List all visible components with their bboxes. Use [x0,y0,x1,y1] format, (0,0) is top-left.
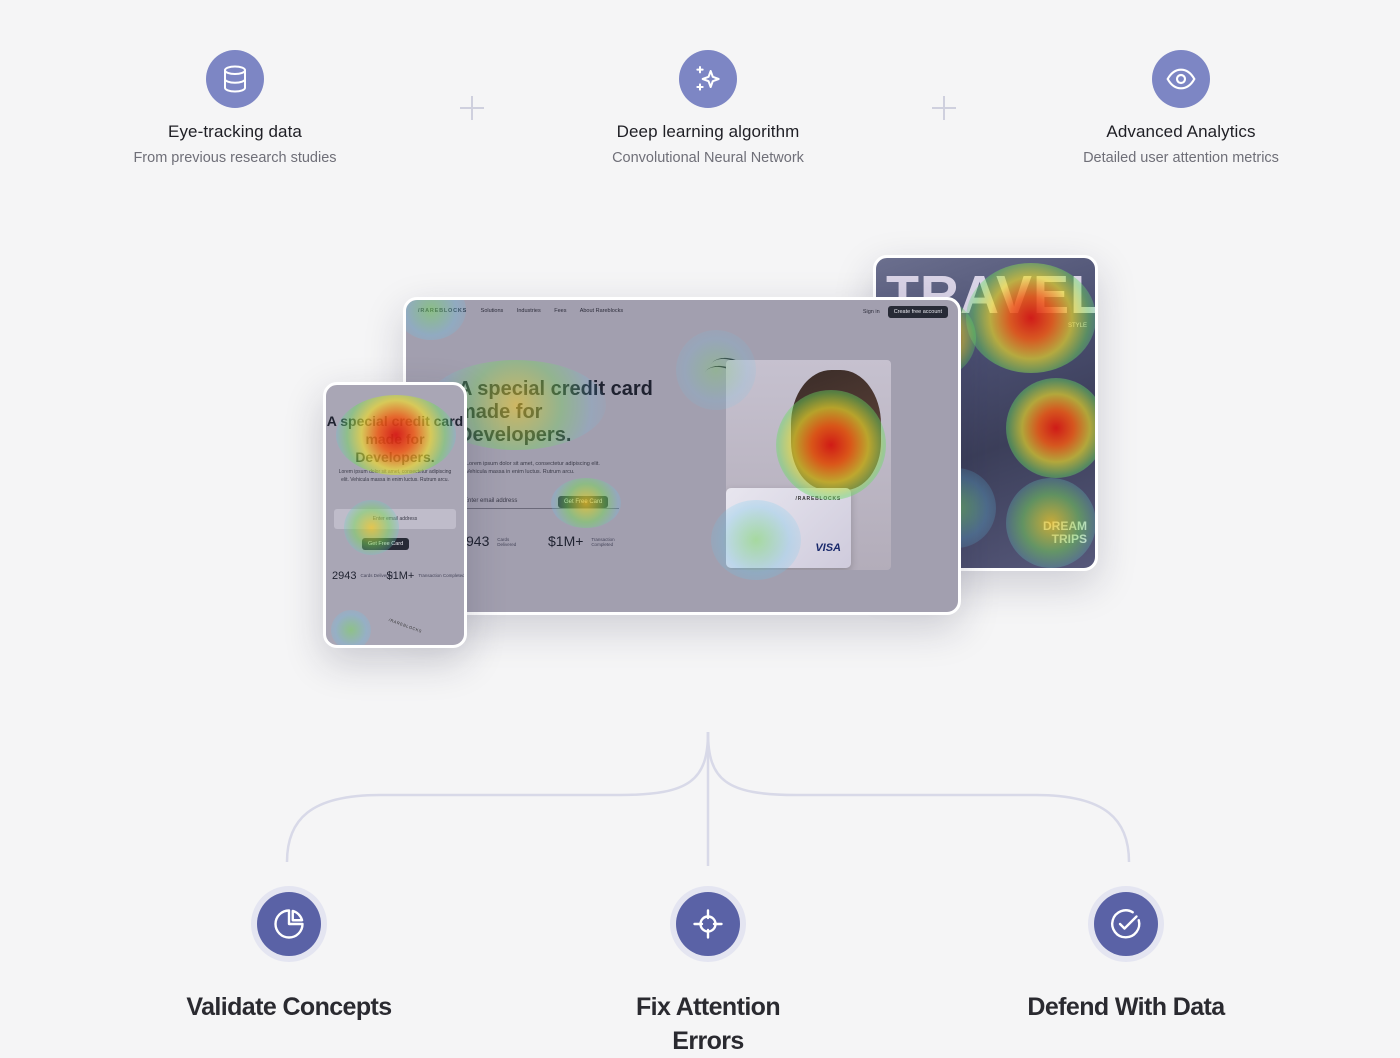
mobile-website-mockup: A special credit card made for Developer… [323,382,467,648]
crosshair-icon [676,892,740,956]
benefit-fix-errors: Fix Attention Errors [558,886,858,1058]
card-brand: /RAREBLOCKS [795,496,841,502]
stat-value: 2943 [332,570,357,582]
credit-card: /RAREBLOCKS VISA [726,488,851,568]
stat-label: Cards Delivered [360,573,393,579]
benefit-title: Fix Attention Errors [635,993,781,1055]
travel-bottom-text: DREAM TRIPS [1043,519,1087,546]
woman-photo: /RAREBLOCKS VISA [726,360,891,570]
feature-eye-tracking: Eye-tracking data From previous research… [75,50,395,166]
stat-value: $1M+ [548,533,584,549]
sparkle-icon [679,50,737,108]
benefit-title: Defend With Data [1027,993,1225,1021]
desktop-email-input: Enter email address [464,494,619,509]
stat-value: $1M+ [386,570,415,582]
desktop-logo: /RAREBLOCKS [418,308,468,314]
benefit-title: Validate Concepts [186,993,392,1021]
plus-icon [460,96,484,120]
nav-link: About Rareblocks [579,308,624,314]
create-account-button: Create free account [887,306,948,318]
phone-body-text: Lorem ipsum dolor sit amet, consectetur … [338,469,452,483]
stat-value: 943 [466,533,490,549]
heatmap-spot [1006,378,1095,478]
feature-title: Eye-tracking data [168,122,302,141]
phone-headline: A special credit card made for Developer… [326,413,464,465]
feature-deep-learning: Deep learning algorithm Convolutional Ne… [548,50,868,166]
check-circle-icon [1094,892,1158,956]
desktop-stat-cards: 943 Cards Delivered [466,533,519,549]
plus-icon [932,96,956,120]
nav-link: Fees [554,308,567,314]
feature-analytics: Advanced Analytics Detailed user attenti… [1021,50,1341,166]
stat-label: Transaction Completed [591,536,615,548]
nav-link: Solutions [480,308,504,314]
woman-figure [791,370,881,490]
stat-label: Transaction Completed [418,573,465,579]
benefit-defend: Defend With Data [976,886,1276,1024]
stat-label: Cards Delivered [497,536,517,548]
sign-in-link: Sign in [862,309,880,315]
database-icon [206,50,264,108]
feature-subtitle: Convolutional Neural Network [612,150,804,166]
card-network: VISA [815,542,841,554]
pie-chart-icon [257,892,321,956]
benefit-icon-ring [670,886,746,962]
branch-connector [285,731,1131,866]
desktop-get-card-button: Get Free Card [558,496,609,508]
benefit-icon-ring [251,886,327,962]
desktop-body-text: Lorem ipsum dolor sit amet, consectetur … [466,461,600,476]
heatmap-spot [406,300,466,340]
travel-side-label: STYLE [1067,323,1087,329]
desktop-nav-right: Sign in Create free account [863,306,948,318]
desktop-nav: /RAREBLOCKS Solutions Industries Fees Ab… [418,308,635,314]
feature-subtitle: From previous research studies [133,150,337,166]
benefit-validate: Validate Concepts [139,886,439,1024]
feature-subtitle: Detailed user attention metrics [1083,150,1279,166]
eye-icon [1152,50,1210,108]
phone-logo: /RAREBLOCKS [388,617,423,634]
desktop-headline: A special credit card made for Developer… [458,378,653,446]
feature-title: Advanced Analytics [1106,122,1256,141]
heatmap-spot [331,610,371,645]
desktop-website-mockup: /RAREBLOCKS Solutions Industries Fees Ab… [403,297,961,615]
desktop-stat-transactions: $1M+ Transaction Completed [548,533,621,549]
benefit-icon-ring [1088,886,1164,962]
phone-email-input: Enter email address [334,509,456,529]
nav-link: Industries [516,308,541,314]
phone-get-card-button: Get Free Card [362,538,410,550]
feature-title: Deep learning algorithm [616,122,800,141]
